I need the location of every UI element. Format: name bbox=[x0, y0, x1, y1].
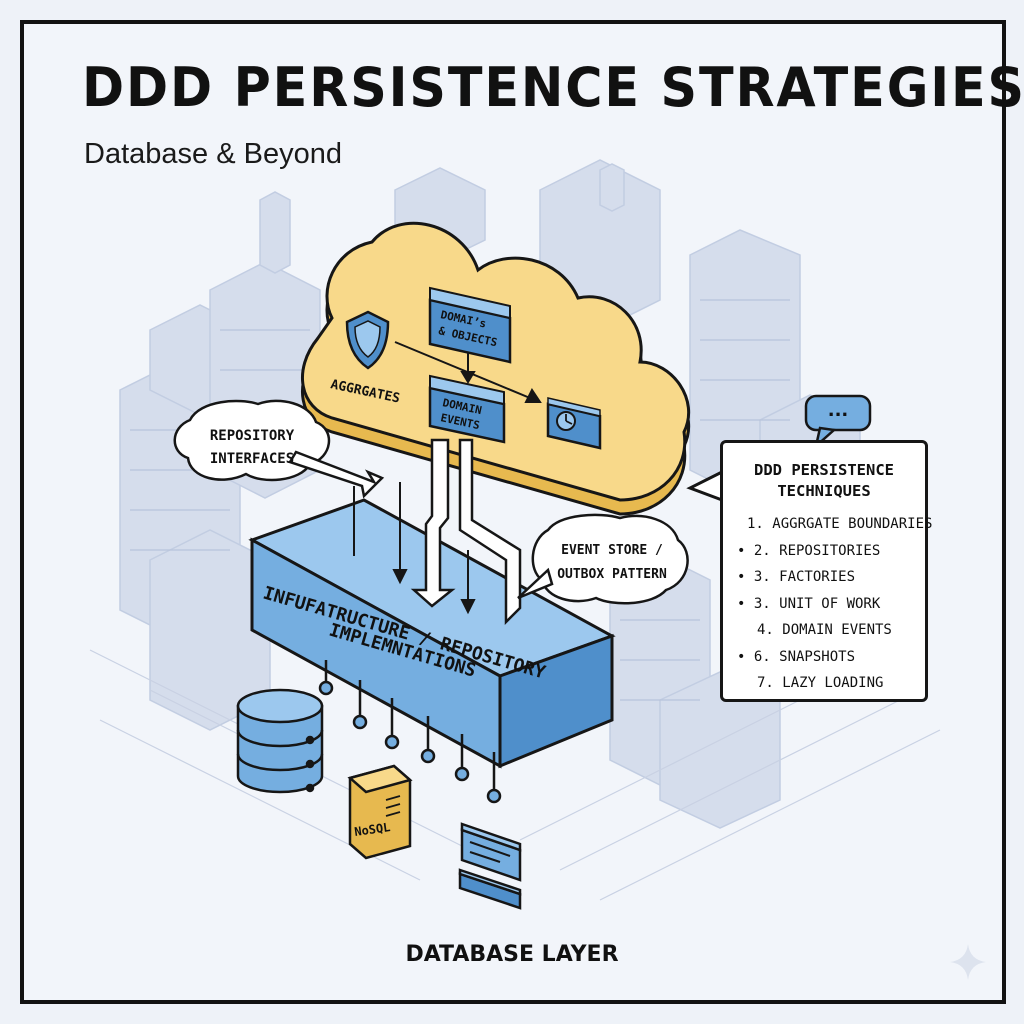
event-store-line1: EVENT STORE / bbox=[561, 543, 663, 558]
block-connectors bbox=[318, 660, 502, 804]
pipes-cloud-to-block bbox=[410, 438, 522, 626]
technique-item-1: 1. AGGRGATE BOUNDARIES bbox=[747, 516, 933, 532]
page-title: DDD PERSISTENCE STRATEGIES bbox=[82, 56, 1024, 119]
sparkle-icon bbox=[950, 944, 986, 980]
nosql-label: NoSQL bbox=[353, 820, 391, 839]
techniques-list: 1. AGGRGATE BOUNDARIES • 2. REPOSITORIES… bbox=[723, 511, 933, 697]
nosql-file-icon bbox=[347, 764, 413, 860]
cloud-flow-arrows bbox=[394, 341, 542, 403]
server-rack-icon bbox=[458, 822, 522, 910]
page-subtitle: Database & Beyond bbox=[84, 138, 342, 170]
event-store-line2: OUTBOX PATTERN bbox=[557, 567, 667, 582]
database-layer-label: DATABASE LAYER bbox=[405, 942, 619, 967]
technique-item-3: • 3. FACTORIES bbox=[737, 569, 856, 585]
repository-interfaces-line2: INTERFACES bbox=[210, 451, 294, 467]
techniques-title-line2: TECHNIQUES bbox=[777, 482, 871, 500]
technique-item-7: 7. LAZY LOADING bbox=[757, 675, 884, 691]
repository-interfaces-line1: REPOSITORY bbox=[210, 428, 295, 444]
database-icon bbox=[236, 688, 324, 794]
technique-item-2: • 2. REPOSITORIES bbox=[737, 542, 881, 559]
technique-item-4: • 3. UNIT OF WORK bbox=[737, 595, 881, 612]
repository-interfaces-callout: REPOSITORY INTERFACES bbox=[173, 399, 385, 499]
event-store-callout: EVENT STORE / OUTBOX PATTERN bbox=[517, 513, 689, 605]
techniques-title: DDD PERSISTENCE TECHNIQUES bbox=[723, 460, 925, 502]
shield-icon bbox=[345, 310, 390, 370]
domain-events-box: DOMAIN EVENTS bbox=[428, 374, 506, 444]
speech-bubble-icon: ... bbox=[804, 394, 872, 450]
speech-bubble-dots: ... bbox=[828, 400, 849, 421]
technique-item-5: 4. DOMAIN EVENTS bbox=[757, 622, 892, 638]
techniques-panel: DDD PERSISTENCE TECHNIQUES 1. AGGRGATE B… bbox=[720, 440, 933, 702]
clock-icon bbox=[546, 397, 602, 450]
thin-arrows bbox=[353, 482, 476, 615]
techniques-title-line1: DDD PERSISTENCE bbox=[754, 461, 894, 479]
domain-objects-box: DOMAI’s & OBJECTS bbox=[428, 286, 512, 364]
technique-item-6: • 6. SNAPSHOTS bbox=[737, 648, 856, 665]
